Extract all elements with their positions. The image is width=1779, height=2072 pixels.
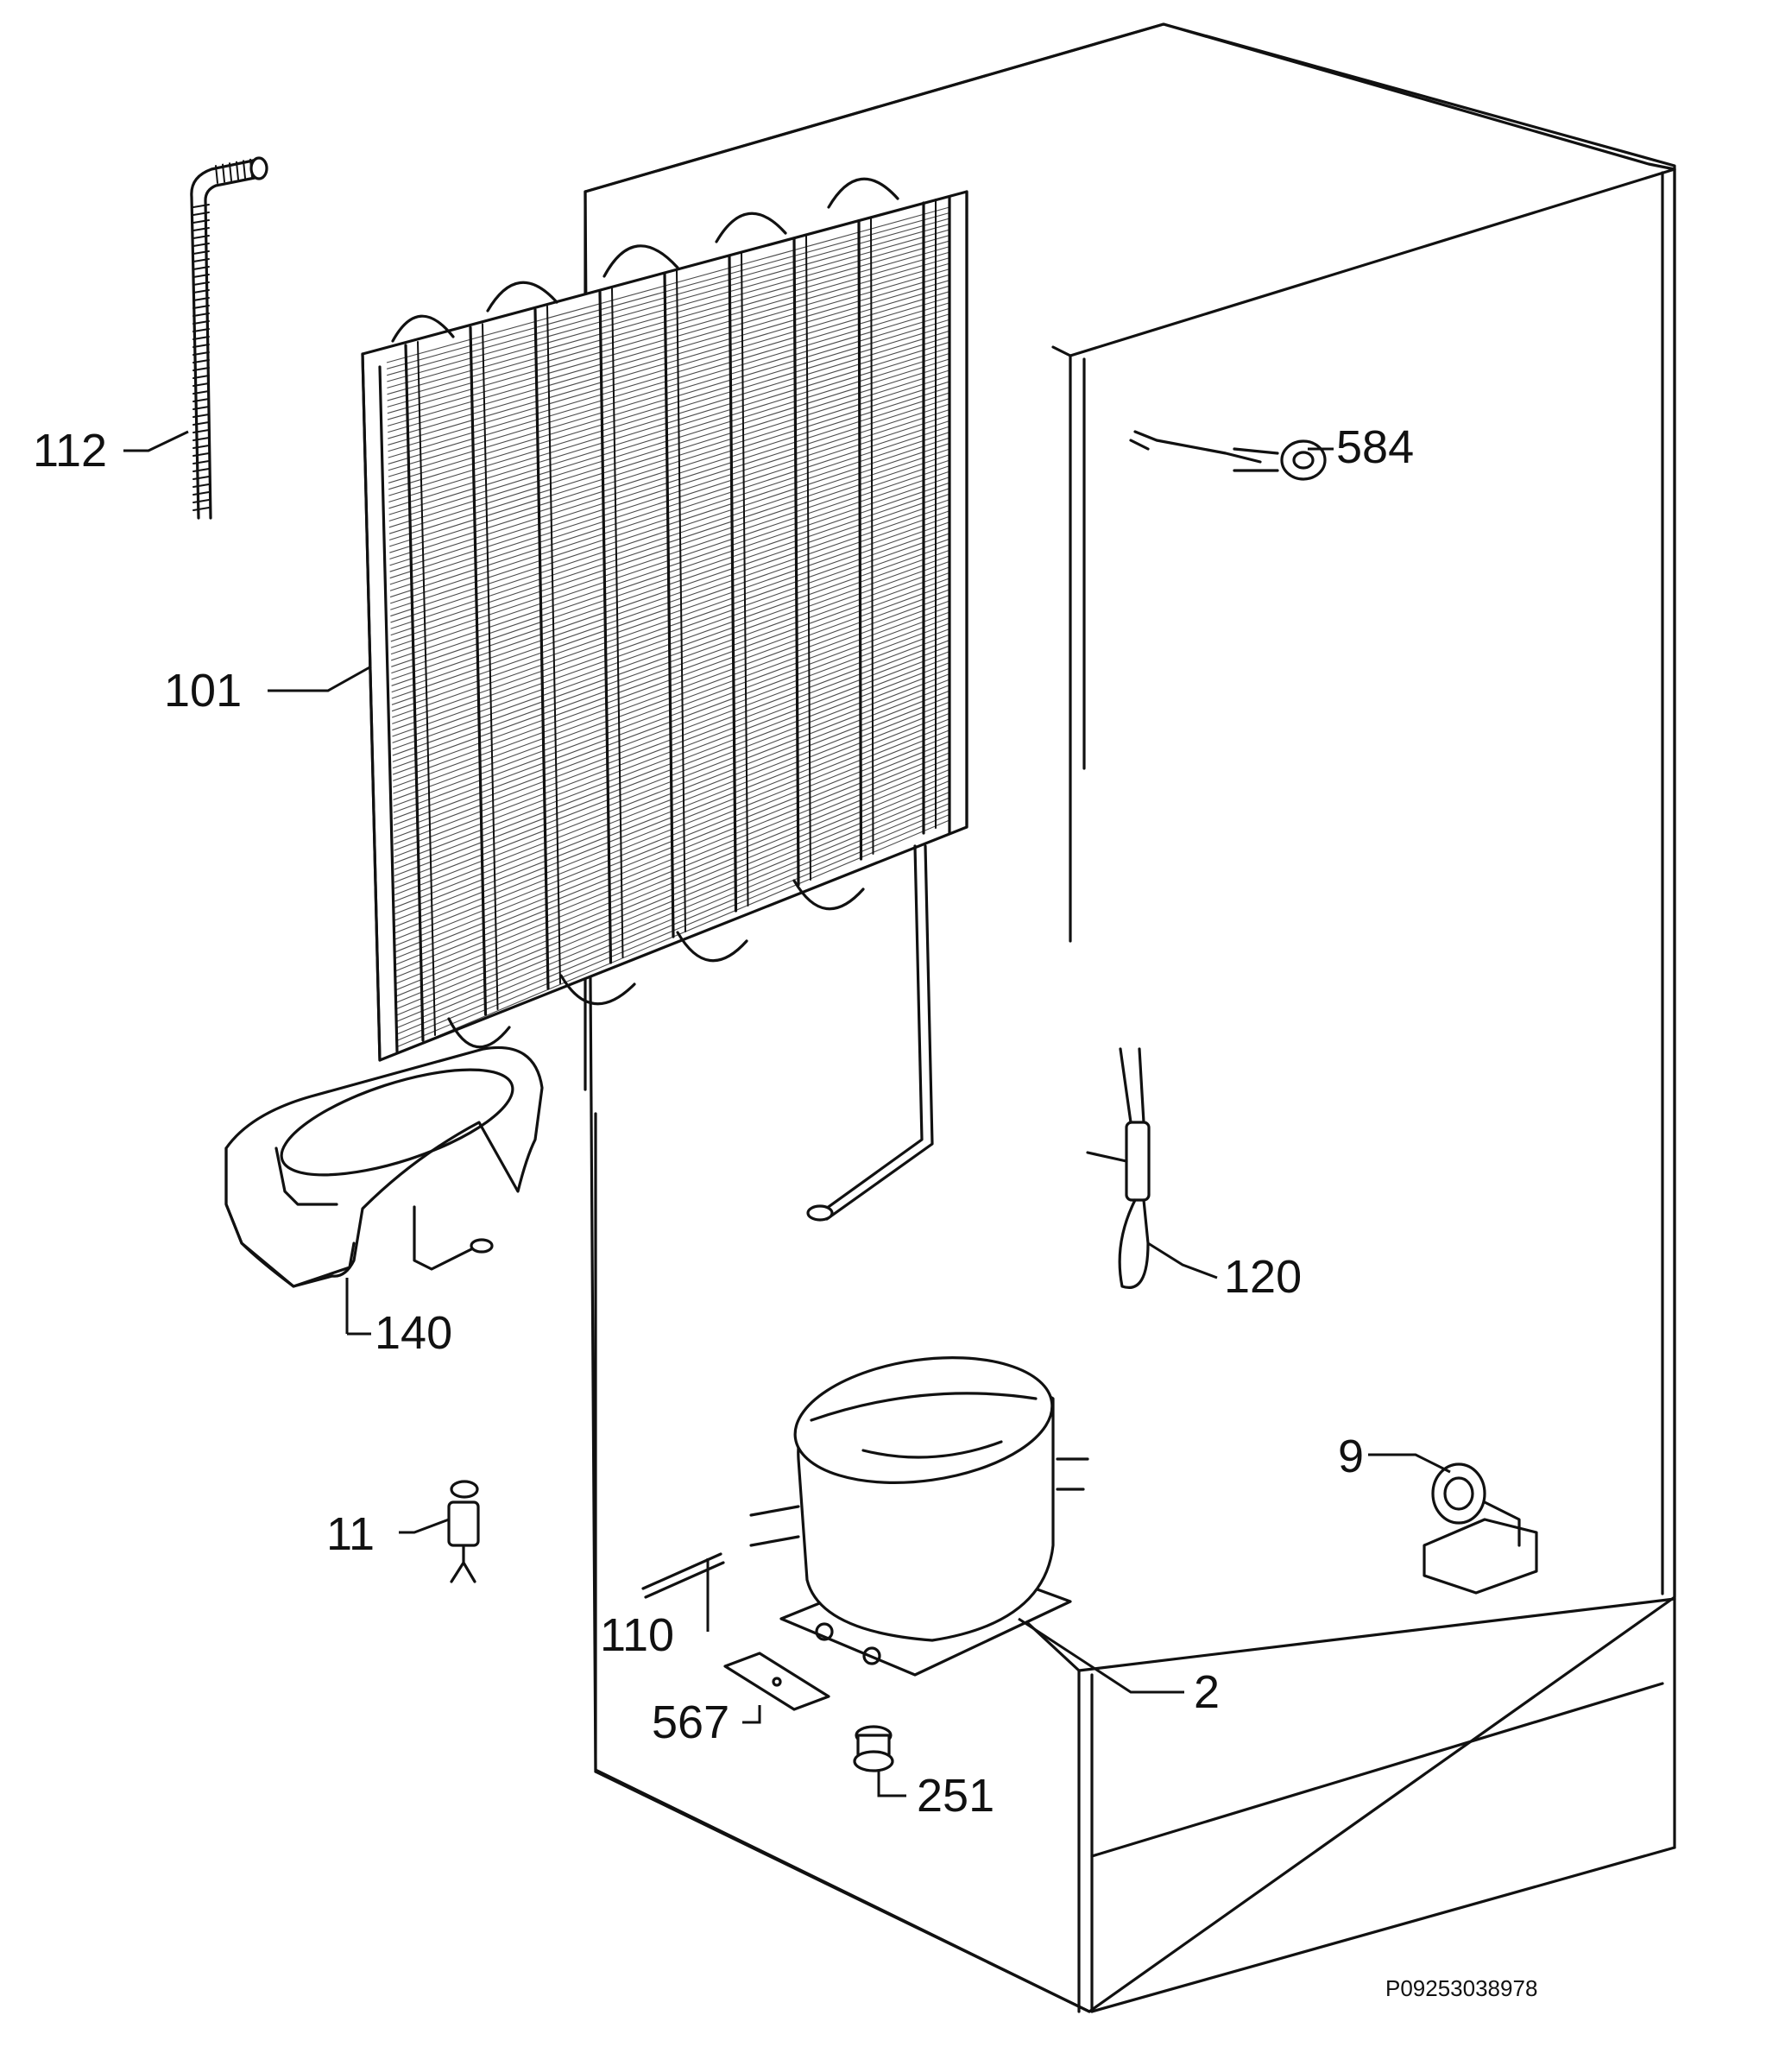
label-11: 11 xyxy=(326,1508,375,1560)
drain-hose-112 xyxy=(190,156,268,520)
condenser-101 xyxy=(361,177,968,1222)
label-140: 140 xyxy=(375,1307,452,1359)
part-567-plate xyxy=(723,1652,830,1711)
label-110: 110 xyxy=(600,1609,674,1661)
drip-tray-140 xyxy=(224,1045,544,1288)
label-112: 112 xyxy=(33,425,107,477)
compressor-2 xyxy=(749,1356,1089,1677)
label-101: 101 xyxy=(164,665,242,717)
leader-lines xyxy=(123,430,1451,1797)
label-120: 120 xyxy=(1224,1251,1302,1303)
label-9: 9 xyxy=(1338,1431,1364,1482)
label-584: 584 xyxy=(1336,421,1414,473)
part-120-thermostat xyxy=(1086,1047,1151,1289)
label-567: 567 xyxy=(652,1696,729,1748)
part-584-sensor xyxy=(1129,430,1327,481)
label-2: 2 xyxy=(1194,1666,1220,1718)
callout-labels: 112 101 584 140 120 11 9 110 567 2 251 P… xyxy=(33,421,1537,2001)
label-251: 251 xyxy=(917,1770,994,1822)
part-11-valve xyxy=(447,1480,480,1583)
part-251-grommet xyxy=(853,1725,894,1772)
reference-code: P09253038978 xyxy=(1385,1975,1537,2001)
part-9-clamp xyxy=(1423,1462,1538,1595)
